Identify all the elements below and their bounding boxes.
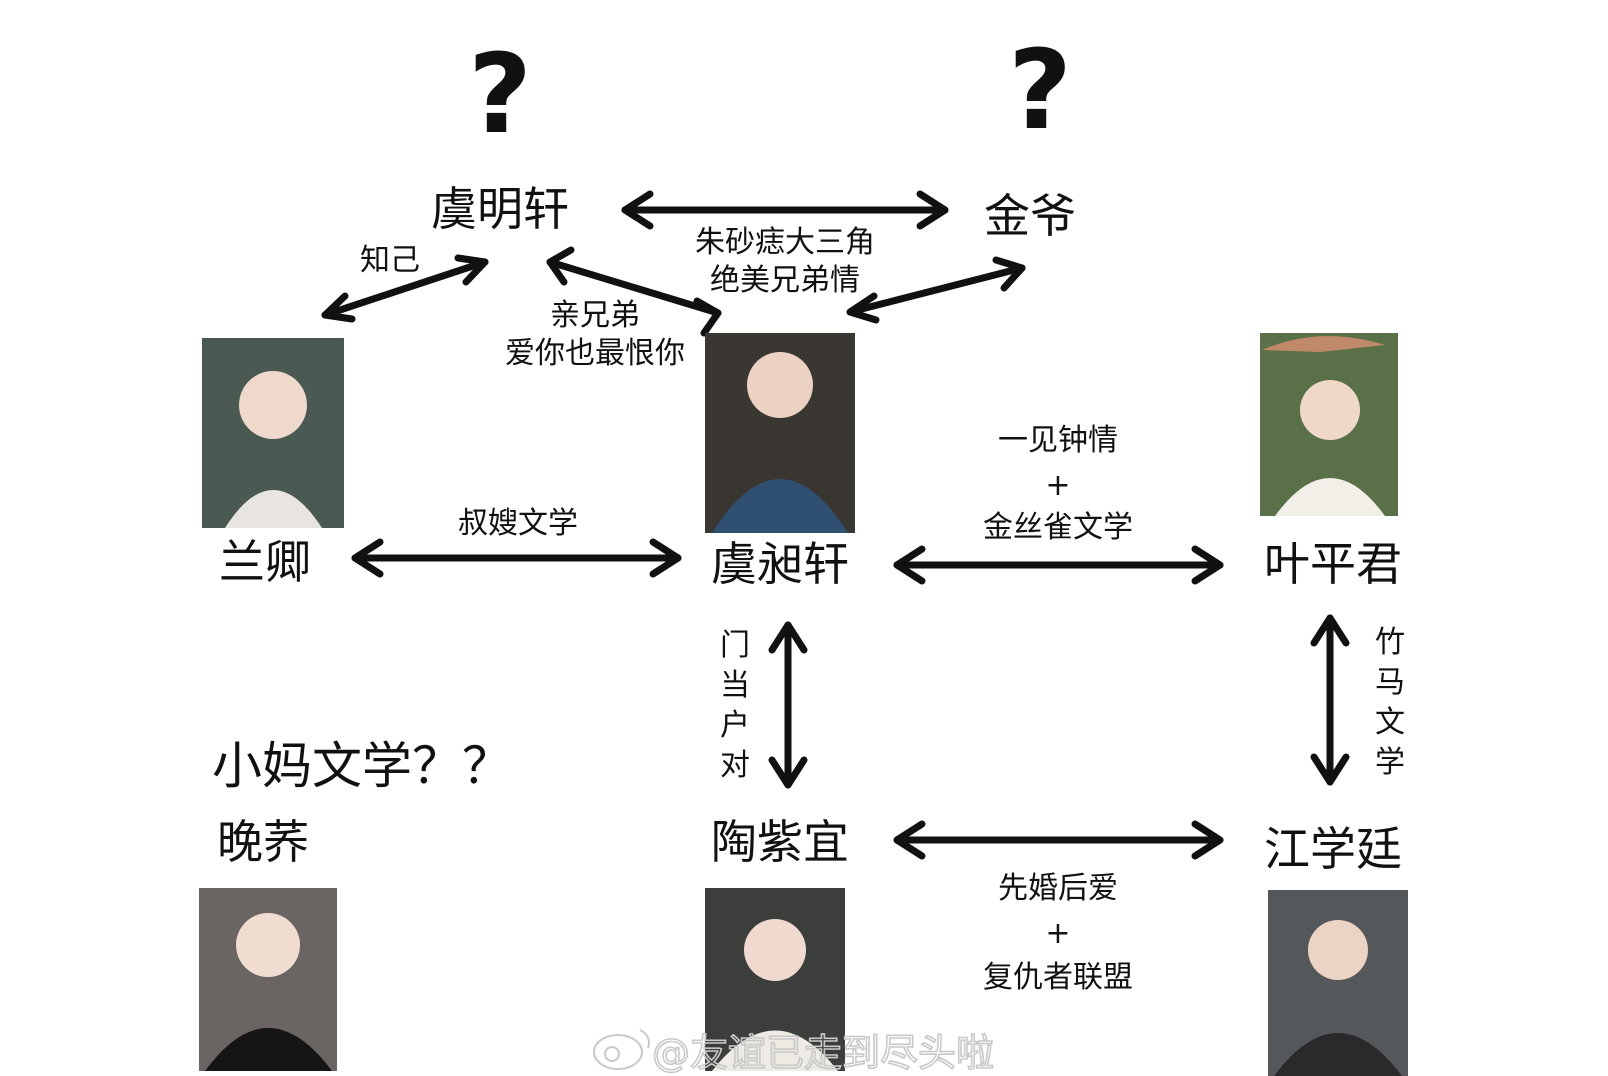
arrow-pingjun-xueting (1310, 614, 1350, 786)
name-ye-pingjun: 叶平君 (1264, 537, 1402, 591)
label-match-vertical: 门 当 户 对 (720, 628, 750, 783)
portrait-wan-qiao (199, 888, 337, 1071)
portrait-jiang-xueting (1268, 890, 1408, 1076)
label-childhood-char-2: 马 (1375, 665, 1405, 700)
arrow-yixuan-pingjun (893, 545, 1224, 585)
label-love-line2: 金丝雀文学 (983, 510, 1133, 545)
name-lan-qing: 兰卿 (219, 535, 311, 589)
label-love-line1: 一见钟情 (998, 423, 1118, 458)
label-match-char-2: 当 (720, 668, 750, 703)
label-match-char-1: 门 (720, 628, 750, 663)
weibo-icon (593, 1029, 650, 1070)
label-marriage-plus: + (1045, 916, 1070, 951)
watermark-text: @友谊已走到尽头啦 (652, 1031, 994, 1075)
question-mark-left: ? (468, 30, 532, 158)
arrow-mingxuan-yixuan (546, 246, 722, 337)
label-love-plus: + (1045, 468, 1070, 503)
label-brothers-line2: 爱你也最恨你 (505, 336, 685, 371)
label-marriage-line1: 先婚后爱 (998, 871, 1118, 906)
arrow-taoziyi-xueting (893, 820, 1224, 860)
name-tao-ziyi: 陶紫宜 (711, 815, 849, 869)
name-yu-mingxuan: 虞明轩 (431, 182, 569, 236)
portrait-lan-qing (202, 338, 344, 528)
arrow-yixuan-taoziyi (768, 621, 808, 789)
label-brothers-line1: 亲兄弟 (550, 298, 640, 333)
portrait-ye-pingjun (1260, 333, 1398, 516)
label-childhood-char-1: 竹 (1375, 625, 1405, 660)
label-match-char-3: 户 (720, 708, 750, 743)
label-childhood-vertical: 竹 马 文 学 (1375, 625, 1405, 780)
label-match-char-4: 对 (720, 748, 750, 783)
portrait-yu-yixuan (705, 333, 855, 533)
label-childhood-char-3: 文 (1375, 705, 1405, 740)
arrow-mingxuan-jinye (621, 190, 949, 230)
portrait-tao-ziyi (705, 888, 845, 1071)
label-stepmother: 小妈文学？？ (212, 737, 512, 795)
arrow-lanqing-mingxuan (321, 254, 489, 323)
label-in-law: 叔嫂文学 (458, 506, 578, 541)
label-childhood-char-4: 学 (1375, 745, 1405, 780)
label-marriage-line2: 复仇者联盟 (983, 960, 1133, 995)
name-jin-ye: 金爷 (984, 189, 1076, 243)
arrow-lanqing-yixuan (351, 538, 682, 578)
name-jiang-xueting: 江学廷 (1264, 822, 1402, 876)
name-wan-qiao: 晚荞 (217, 815, 309, 869)
label-triangle-line1: 朱砂痣大三角 (695, 225, 875, 260)
watermark: @友谊已走到尽头啦 (593, 1029, 995, 1076)
label-triangle-line2: 绝美兄弟情 (710, 263, 860, 298)
arrow-jinye-yixuan (846, 256, 1026, 324)
question-mark-right: ? (1008, 26, 1072, 154)
label-zhiji: 知己 (360, 243, 420, 278)
name-yu-yixuan: 虞昶轩 (711, 537, 849, 591)
